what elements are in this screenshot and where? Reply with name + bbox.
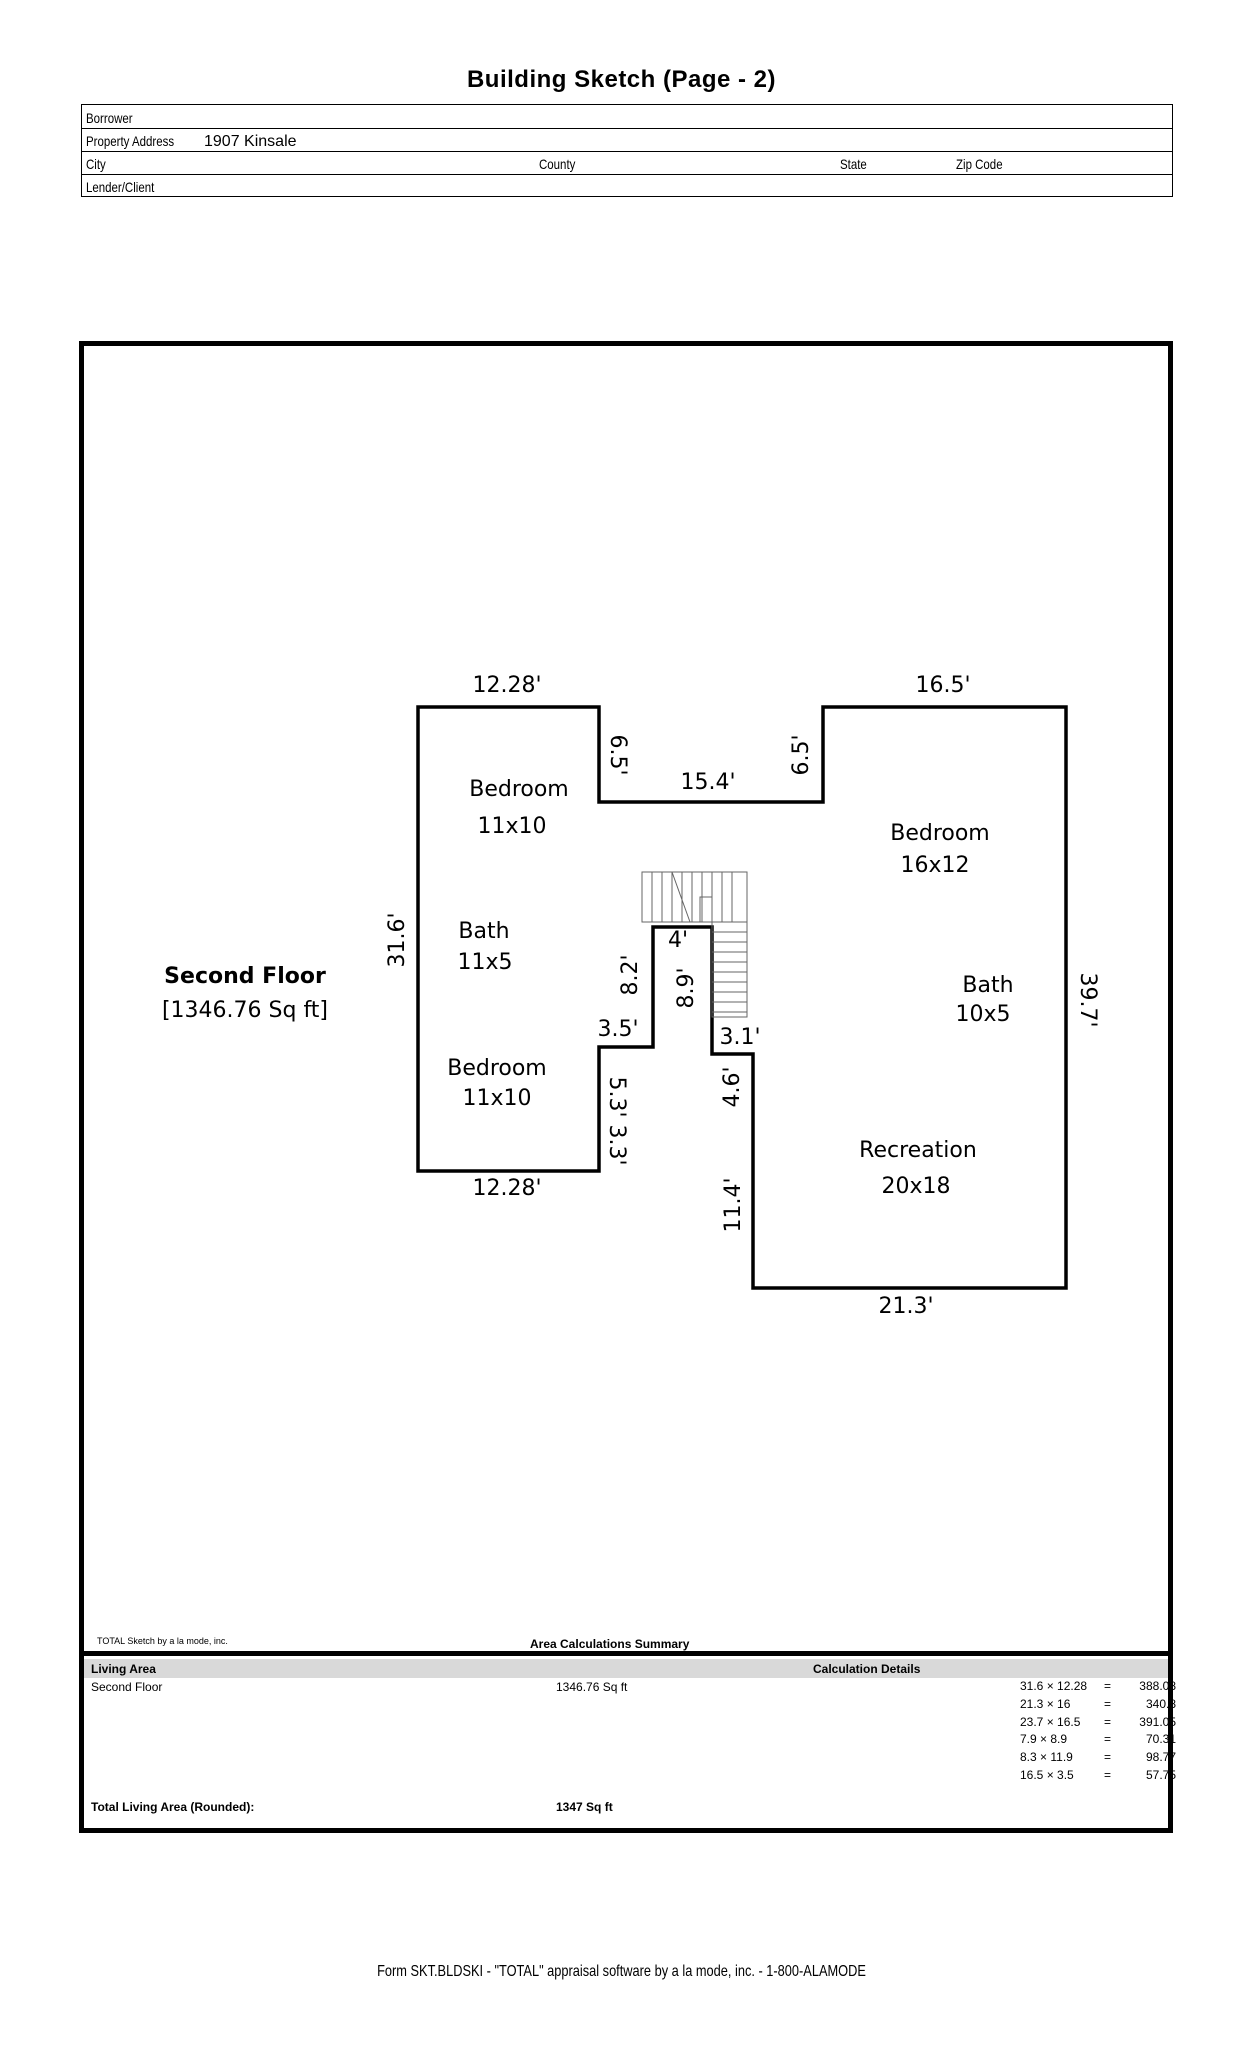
dim-bottom-left: 12.28' [472, 1176, 541, 1201]
room-bedroom-upper-left-name: Bedroom [469, 777, 569, 802]
lender-row: Lender/Client [82, 174, 1172, 197]
property-address-value: 1907 Kinsale [204, 133, 297, 150]
footer-text: Form SKT.BLDSKI - "TOTAL" appraisal soft… [377, 1963, 866, 1980]
floor-area: [1346.76 Sq ft] [162, 998, 328, 1023]
calc-eq: = [1104, 1679, 1112, 1693]
calc-eq: = [1104, 1750, 1112, 1765]
calc-expr: 8.3 × 11.9 [1020, 1750, 1073, 1765]
calc-expr: 23.7 × 16.5 [1020, 1714, 1081, 1729]
calc-eq: = [1104, 1767, 1112, 1782]
dim-top-left: 12.28' [472, 673, 541, 698]
room-bath-left-name: Bath [458, 919, 509, 944]
calc-row: 8.3 × 11.9 = 98.77 [1020, 1749, 1176, 1767]
calc-row: 21.3 × 16 = 340.8 [1020, 1696, 1176, 1714]
dim-right-side: 39.7' [1075, 972, 1100, 1027]
floor-label: Second Floor [164, 964, 326, 989]
calc-val: 391.05 [1139, 1714, 1176, 1729]
room-bedroom-lower-left-size: 11x10 [462, 1086, 531, 1111]
state-label: State [840, 156, 867, 172]
room-bath-right-size: 10x5 [955, 1002, 1010, 1027]
calc-row: 23.7 × 16.5 = 391.05 [1020, 1714, 1176, 1732]
room-bedroom-lower-left-name: Bedroom [447, 1056, 547, 1081]
calc-expr: 7.9 × 8.9 [1020, 1732, 1068, 1747]
calculation-details: 31.6 × 12.28 = 388.08 21.3 × 16 = 340.8 23.7… [1020, 1678, 1176, 1785]
living-area-label: Living Area [91, 1662, 156, 1676]
form-footer: Form SKT.BLDSKI - "TOTAL" appraisal soft… [0, 1963, 1243, 1981]
calc-expr: 31.6 × 12.28 [1020, 1679, 1088, 1693]
city-row: City County State Zip Code [82, 151, 1172, 175]
room-bedroom-right-name: Bedroom [890, 821, 990, 846]
sketch-credit: TOTAL Sketch by a la mode, inc. [97, 1636, 228, 1646]
sketch-frame [79, 341, 1173, 1833]
calc-expr: 16.5 × 3.5 [1020, 1767, 1074, 1782]
page-title: Building Sketch (Page - 2) [466, 66, 777, 93]
living-area-row-name: Second Floor [91, 1680, 163, 1694]
room-bedroom-right-size: 16x12 [900, 853, 969, 878]
room-bath-left-size: 11x5 [457, 950, 512, 975]
total-living-area-label: Total Living Area (Rounded): [91, 1800, 255, 1814]
dim-notch-bottom: 15.4' [680, 770, 735, 795]
living-area-row-area: 1346.76 Sq ft [556, 1680, 628, 1694]
stairs [641, 871, 748, 1018]
summary-header-bar [84, 1659, 1168, 1678]
county-label: County [539, 156, 576, 172]
dim-left-lower-a: 5.3' [604, 1076, 629, 1117]
dim-left-side: 31.6' [385, 912, 410, 967]
calc-val: 340.8 [1145, 1696, 1176, 1711]
dim-stair-top: 4' [668, 928, 688, 953]
borrower-row: Borrower [82, 105, 1172, 129]
calc-row: 7.9 × 8.9 = 70.31 [1020, 1731, 1176, 1749]
dim-step-left: 3.5' [597, 1017, 638, 1042]
room-bath-right-name: Bath [962, 973, 1013, 998]
property-address-row: Property Address 1907 Kinsale [82, 128, 1172, 152]
room-bedroom-upper-left-size: 11x10 [477, 814, 546, 839]
room-recreation-size: 20x18 [881, 1174, 950, 1199]
dim-stair-right: 8.9' [674, 967, 699, 1008]
calc-val: 388.08 [1139, 1679, 1176, 1693]
dim-step-right: 3.1' [719, 1025, 760, 1050]
calc-val: 98.77 [1145, 1750, 1176, 1765]
borrower-label: Borrower [86, 110, 133, 126]
total-living-area-value: 1347 Sq ft [556, 1800, 613, 1814]
calc-row: 16.5 × 3.5 = 57.75 [1020, 1767, 1176, 1785]
calc-eq: = [1104, 1696, 1112, 1711]
calc-val: 57.75 [1145, 1767, 1176, 1782]
dim-left-lower-b: 3.3' [604, 1124, 629, 1165]
dim-stair-left: 8.2' [618, 954, 643, 995]
dim-notch-right: 6.5' [789, 734, 814, 775]
dim-top-right: 16.5' [915, 673, 970, 698]
calc-eq: = [1104, 1732, 1112, 1747]
header-table: Borrower Property Address 1907 Kinsale C… [81, 104, 1173, 197]
city-label: City [86, 156, 106, 172]
zip-code-label: Zip Code [956, 156, 1003, 172]
calc-eq: = [1104, 1714, 1112, 1729]
dim-notch-left: 6.5' [605, 734, 630, 775]
summary-heading: Area Calculations Summary [530, 1637, 690, 1651]
dim-right-lower-a: 4.6' [720, 1066, 745, 1107]
room-recreation-name: Recreation [859, 1138, 977, 1163]
calculation-details-label: Calculation Details [813, 1662, 921, 1676]
calc-expr: 21.3 × 16 [1020, 1696, 1071, 1711]
calc-row: 31.6 × 12.28 = 388.08 [1020, 1678, 1176, 1696]
property-address-label: Property Address [86, 133, 175, 149]
lender-client-label: Lender/Client [86, 179, 155, 195]
dim-right-lower-b: 11.4' [721, 1177, 746, 1232]
summary-divider [79, 1651, 1173, 1656]
dim-bottom-right: 21.3' [878, 1294, 933, 1319]
left-wing-outline [416, 705, 1068, 1290]
calc-val: 70.31 [1145, 1732, 1176, 1747]
